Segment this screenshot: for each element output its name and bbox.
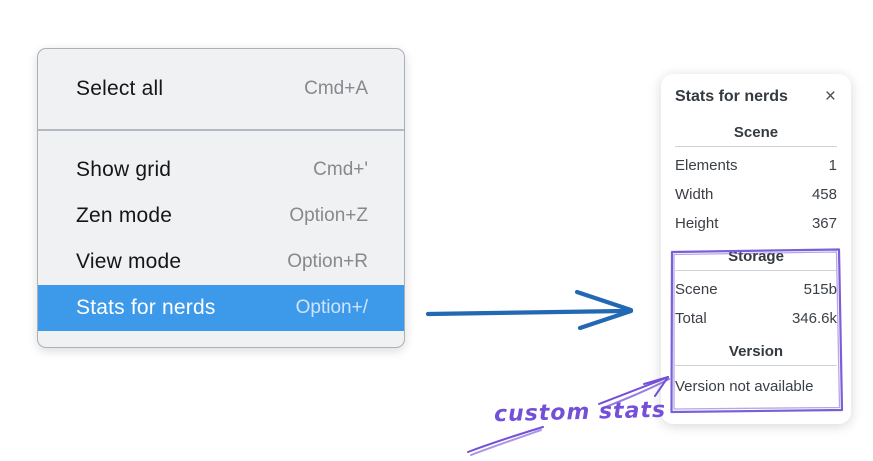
section-divider [675,365,837,366]
stat-label: Width [675,186,714,203]
stats-panel: Stats for nerds × Scene Elements 1 Width… [661,74,851,424]
menu-item-label: View mode [76,250,182,273]
menu-item-label: Zen mode [76,204,173,227]
close-icon[interactable]: × [824,86,836,107]
version-message: Version not available [675,378,814,395]
stat-value: 458 [811,186,837,203]
menu-item-select-all[interactable]: Select all Cmd+A [38,66,404,112]
stat-row-total-storage: Total 346.6k [675,304,837,333]
menu-item-stats-for-nerds[interactable]: Stats for nerds Option+/ [38,285,404,331]
stat-row-elements: Elements 1 [675,151,837,180]
stats-panel-title: Stats for nerds [675,88,788,105]
stat-row-height: Height 367 [675,209,837,238]
stat-label: Height [675,215,719,232]
stats-panel-header: Stats for nerds × [675,86,837,108]
menu-item-label: Stats for nerds [76,296,216,319]
section-divider [675,146,837,147]
menu-item-shortcut: Cmd+A [304,78,368,99]
menu-to-panel-arrow [425,289,634,331]
menu-item-label: Select all [76,77,164,100]
menu-item-shortcut: Cmd+' [313,159,368,180]
menu-item-show-grid[interactable]: Show grid Cmd+' [38,147,404,193]
stat-row-scene-storage: Scene 515b [675,275,837,304]
annotation-label: custom stats [493,397,667,428]
scene-section-heading: Scene [733,124,779,141]
menu-item-shortcut: Option+Z [289,205,368,226]
menu-section: Show grid Cmd+' Zen mode Option+Z View m… [38,131,404,347]
stat-value: 346.6k [791,310,837,327]
section-divider [675,270,837,271]
stat-value: 1 [828,157,837,174]
menu-divider [38,129,404,131]
menu-section: Select all Cmd+A [38,49,404,129]
menu-item-shortcut: Option+/ [295,297,368,318]
stat-value: 367 [811,215,837,232]
menu-item-view-mode[interactable]: View mode Option+R [38,239,404,285]
storage-section-heading: Storage [728,248,784,265]
stat-row-width: Width 458 [675,180,837,209]
stat-label: Elements [675,157,738,174]
version-section-heading: Version [728,343,784,360]
stat-label: Scene [675,281,718,298]
context-menu: Select all Cmd+A Show grid Cmd+' Zen mod… [37,48,405,348]
stat-label: Total [675,310,707,327]
menu-item-label: Show grid [76,158,172,181]
annotation-underline-stroke [467,426,544,456]
menu-item-zen-mode[interactable]: Zen mode Option+Z [38,193,404,239]
stat-value: 515b [803,281,837,298]
menu-item-shortcut: Option+R [287,251,368,272]
